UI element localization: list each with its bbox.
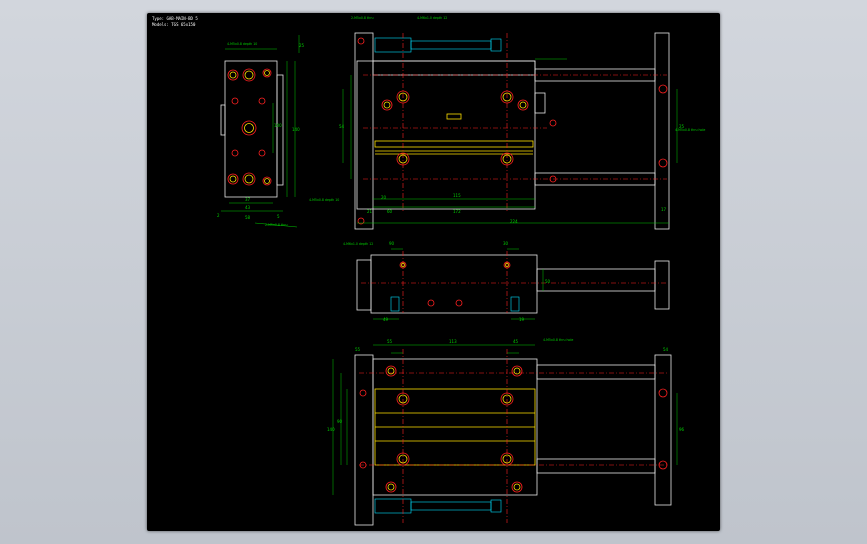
bottom-note: 4-M5x0.8 thru hole: [543, 338, 573, 342]
front-dim-d224: 224: [510, 219, 518, 224]
front-dim-d17: 17: [661, 207, 667, 212]
title-line-2: Models: TGS 65x150: [152, 22, 196, 27]
side-dim-d100: 100: [274, 123, 282, 128]
side-dim-d2: 2: [217, 213, 220, 218]
bottom-dim-d55: 55: [387, 339, 393, 344]
front-view: 115 172 224 60 21 20 17 54 25 2-M5x0.8 t…: [309, 16, 705, 230]
middle-dim-d30: 30: [503, 241, 509, 246]
bottom-view: 113 55 45 55 54 140 90 96 4-M5x0.8 thru …: [327, 338, 685, 526]
middle-note: 4-M6x1.0 depth 12: [343, 242, 373, 246]
side-view: 25 140 100 37 43 58 2 5 4-M5x0.8 depth 1…: [217, 35, 305, 228]
side-dim-d140: 140: [292, 127, 300, 132]
front-note-left: 4-M5x0.8 depth 10: [309, 198, 339, 202]
front-holes: [357, 37, 668, 225]
side-dim-d37: 37: [245, 197, 251, 202]
middle-view: 90 30 49 19 50 4-M6x1.0 depth 12: [343, 241, 670, 322]
front-dim-d115: 115: [453, 193, 461, 198]
front-dim-d54: 54: [339, 124, 345, 129]
bottom-dim-d96: 96: [679, 427, 685, 432]
middle-dim-d90: 90: [389, 241, 395, 246]
front-dim-d21: 21: [367, 209, 373, 214]
side-dim-d58: 58: [245, 215, 251, 220]
side-dim-d5: 5: [277, 214, 280, 219]
side-dim-d43: 43: [245, 205, 251, 210]
side-note-top: 4-M5x0.8 depth 10: [227, 42, 257, 46]
side-dim-d25: 25: [299, 43, 305, 48]
cad-viewport[interactable]: Type: GAB-MAIN-BD 5 Models: TGS 65x150: [147, 13, 720, 531]
middle-dim-d49: 49: [383, 317, 389, 322]
bottom-dim-d54: 54: [663, 347, 669, 352]
bottom-dim-d90: 90: [337, 419, 343, 424]
front-dim-d25b: 25: [679, 124, 685, 129]
front-dim-d20: 20: [381, 195, 387, 200]
bottom-dim-d113: 113: [449, 339, 457, 344]
front-note-right: 4-M5x0.8 thru hole: [675, 128, 705, 132]
side-note-bottom: 2-M5x0.8 thru: [265, 223, 288, 227]
bottom-dim-d140: 140: [327, 427, 335, 432]
middle-dim-d19: 19: [519, 317, 525, 322]
front-dim-d172: 172: [453, 209, 461, 214]
front-note-top: 4-M6x1.0 depth 12: [417, 16, 447, 20]
front-dim-d60: 60: [387, 209, 393, 214]
side-holes: [227, 68, 272, 186]
drawing-canvas: 25 140 100 37 43 58 2 5 4-M5x0.8 depth 1…: [217, 16, 705, 526]
title-line-1: Type: GAB-MAIN-BD 5: [152, 16, 198, 21]
bottom-dim-d55b: 55: [355, 347, 361, 352]
front-note-top-left: 2-M5x0.8 thru: [351, 16, 374, 20]
middle-dim-d50: 50: [545, 279, 551, 284]
bottom-dim-d45: 45: [513, 339, 519, 344]
